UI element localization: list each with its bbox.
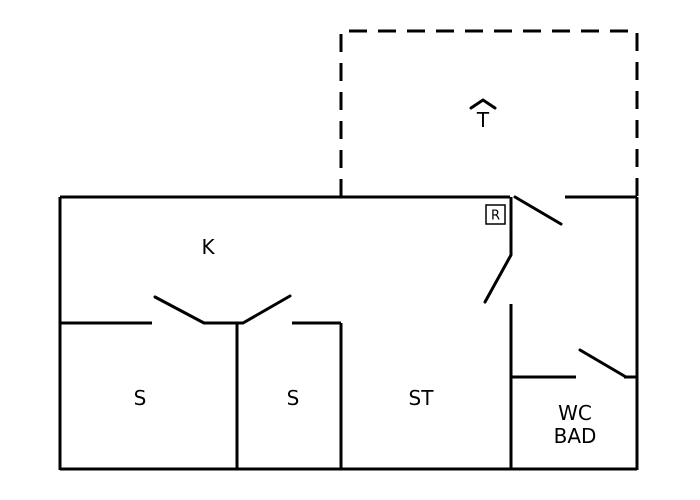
room-label-terrace: T bbox=[476, 108, 490, 132]
r-marker: R bbox=[485, 204, 506, 225]
outer-walls bbox=[58, 195, 639, 471]
room-label-bathroom-wc: WC bbox=[558, 401, 592, 425]
room-label-kitchen: K bbox=[201, 235, 215, 259]
door-living-room bbox=[483, 253, 513, 304]
interior-walls bbox=[60, 197, 637, 470]
r-marker-label: R bbox=[491, 209, 500, 224]
room-labels: K S S ST WC BAD T bbox=[134, 108, 597, 448]
arrow-up-icon bbox=[469, 98, 497, 110]
door-bathroom bbox=[578, 348, 628, 379]
doors bbox=[153, 195, 628, 379]
room-label-bedroom-left: S bbox=[134, 386, 147, 410]
door-right-bedroom bbox=[241, 294, 292, 325]
room-label-living-room: ST bbox=[409, 386, 435, 410]
door-entrance bbox=[513, 195, 563, 226]
door-left-bedroom bbox=[153, 295, 206, 325]
room-label-bedroom-right: S bbox=[287, 386, 300, 410]
room-label-bathroom-bad: BAD bbox=[554, 424, 597, 448]
